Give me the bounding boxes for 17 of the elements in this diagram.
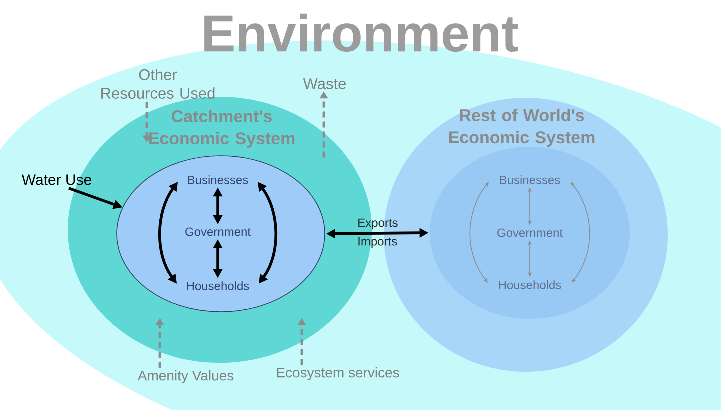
ellipse: [430, 147, 630, 319]
text-label: Ecosystem services: [277, 367, 400, 380]
text-label: Households: [499, 280, 562, 290]
text-label: Businesses: [500, 176, 560, 184]
text-label: Households: [187, 282, 250, 290]
edge-label: Exports Imports: [358, 218, 398, 248]
heading: Catchment's Economic System: [149, 110, 295, 148]
text-label: Amenity Values: [138, 370, 234, 384]
text-label: Water Use: [22, 174, 92, 186]
heading: Rest of World's Economic System: [449, 109, 595, 147]
text-label: Other Resources Used: [102, 69, 215, 99]
heading: Environment: [204, 14, 518, 52]
text-label: Businesses: [188, 176, 248, 184]
text-label: Government: [498, 228, 563, 238]
text-label: Waste: [303, 78, 346, 90]
text-label: Government: [186, 228, 251, 236]
ellipse: [116, 156, 326, 312]
